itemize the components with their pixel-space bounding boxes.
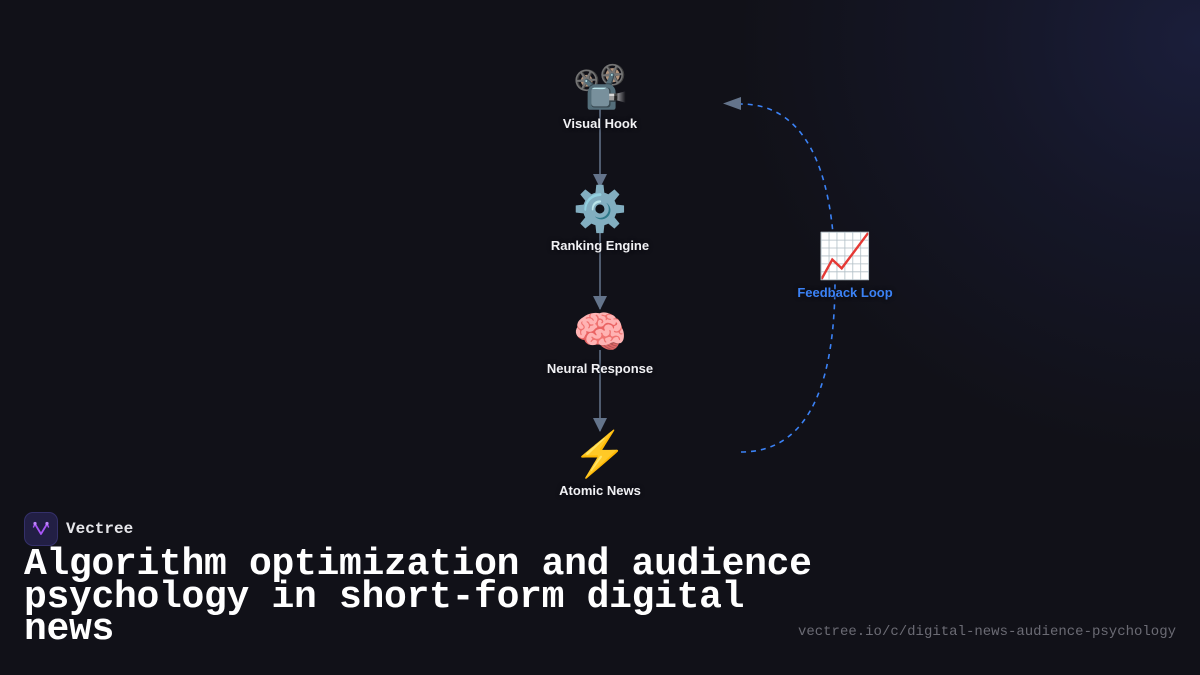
lightning-icon: ⚡ xyxy=(572,430,628,479)
node-neural-response[interactable]: 🧠 Neural Response xyxy=(520,307,680,376)
node-ranking-engine[interactable]: ⚙️ Ranking Engine xyxy=(520,184,680,253)
brand-name: Vectree xyxy=(66,520,134,538)
node-feedback-loop[interactable]: 📈 Feedback Loop xyxy=(765,231,925,300)
node-label: Feedback Loop xyxy=(797,285,893,300)
gear-icon: ⚙️ xyxy=(572,185,628,234)
node-label: Neural Response xyxy=(546,361,654,376)
vectree-logo-icon xyxy=(24,512,58,546)
movie-camera-icon: 📽️ xyxy=(572,63,628,112)
node-visual-hook[interactable]: 📽️ Visual Hook xyxy=(520,62,680,131)
chart-increasing-icon: 📈 xyxy=(817,232,873,281)
brain-icon: 🧠 xyxy=(572,308,628,357)
node-label: Atomic News xyxy=(559,483,641,498)
loop-arrowhead-icon xyxy=(723,97,741,110)
brand[interactable]: Vectree xyxy=(24,512,133,546)
source-url[interactable]: vectree.io/c/digital-news-audience-psych… xyxy=(797,624,1176,640)
node-label: Visual Hook xyxy=(562,116,638,131)
node-label: Ranking Engine xyxy=(550,238,650,253)
page-title: Algorithm optimization and audience psyc… xyxy=(24,543,812,651)
node-atomic-news[interactable]: ⚡ Atomic News xyxy=(520,429,680,498)
